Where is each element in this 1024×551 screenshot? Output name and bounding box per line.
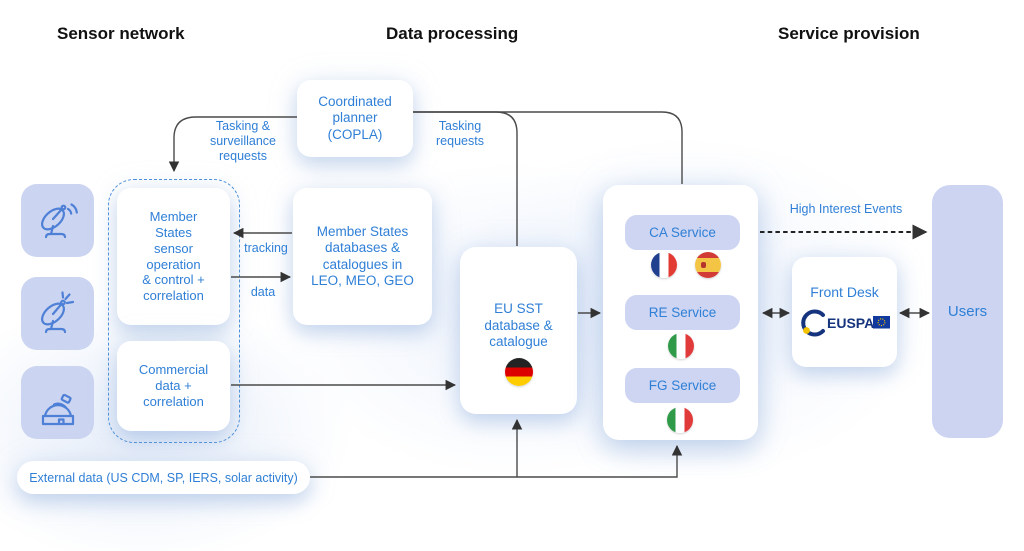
euspa-logo-text: EUSPA: [827, 315, 874, 331]
radar-dish-receiving-icon: [40, 202, 78, 238]
observatory-dome-icon: [41, 393, 74, 425]
re-service-label: RE Service: [648, 305, 717, 320]
euspa-logo: EUSPA: [800, 309, 890, 337]
ca-service-pill: CA Service: [625, 215, 740, 250]
services-panel: CA Service RE Service FG Service: [603, 185, 758, 440]
sensor-tile-3: [21, 366, 94, 439]
tasking-surveillance-label: Tasking & surveillance requests: [209, 119, 276, 163]
ms-sensor-operation-label: Member States sensor operation & control…: [142, 208, 205, 304]
sensor-tile-1: [21, 184, 94, 257]
coordinated-planner-box: Coordinated planner (COPLA): [297, 80, 413, 157]
fg-service-label: FG Service: [648, 378, 717, 393]
member-states-group-border: [108, 179, 240, 443]
users-label: Users: [947, 303, 988, 320]
ca-service-label: CA Service: [649, 225, 716, 240]
front-desk-label: Front Desk: [810, 283, 879, 300]
re-service-pill: RE Service: [625, 295, 740, 330]
external-data-label: External data (US CDM, SP, IERS, solar a…: [29, 470, 298, 485]
italy-flag-icon-2: [667, 407, 693, 433]
data-label: data: [250, 285, 276, 299]
tracking-label: tracking: [244, 241, 288, 255]
eu-sst-database-box: EU SST database & catalogue: [460, 247, 577, 414]
header-service-provision: Service provision: [778, 24, 920, 43]
external-data-pill: External data (US CDM, SP, IERS, solar a…: [17, 461, 310, 494]
ms-databases-box: Member States databases & catalogues in …: [293, 188, 432, 325]
fg-service-pill: FG Service: [625, 368, 740, 403]
commercial-data-label: Commercial data + correlation: [138, 362, 209, 409]
tasking-requests-label: Tasking requests: [436, 119, 484, 148]
arrow-external-to-services: [310, 444, 683, 478]
sensor-tile-2: [21, 277, 94, 350]
eu-flag-icon: [872, 316, 890, 329]
high-interest-events-label: High Interest Events: [789, 202, 903, 216]
eu-sst-database-label: EU SST database & catalogue: [484, 301, 553, 350]
italy-flag-icon: [668, 333, 694, 359]
radar-dish-transmitting-icon: [40, 290, 74, 333]
france-flag-icon: [651, 252, 677, 278]
header-sensor-network: Sensor network: [57, 24, 185, 43]
users-panel: Users: [932, 185, 1003, 438]
ms-databases-label: Member States databases & catalogues in …: [311, 223, 414, 288]
front-desk-box: Front Desk EUSPA: [792, 257, 897, 367]
coordinated-planner-label: Coordinated planner (COPLA): [318, 93, 392, 142]
euspa-yellow-dot: [802, 327, 810, 334]
commercial-data-box: Commercial data + correlation: [117, 341, 230, 431]
germany-flag-icon: [504, 357, 533, 386]
spain-flag-icon: [695, 252, 721, 278]
header-data-processing: Data processing: [386, 24, 519, 43]
ms-sensor-operation-box: Member States sensor operation & control…: [117, 188, 230, 325]
